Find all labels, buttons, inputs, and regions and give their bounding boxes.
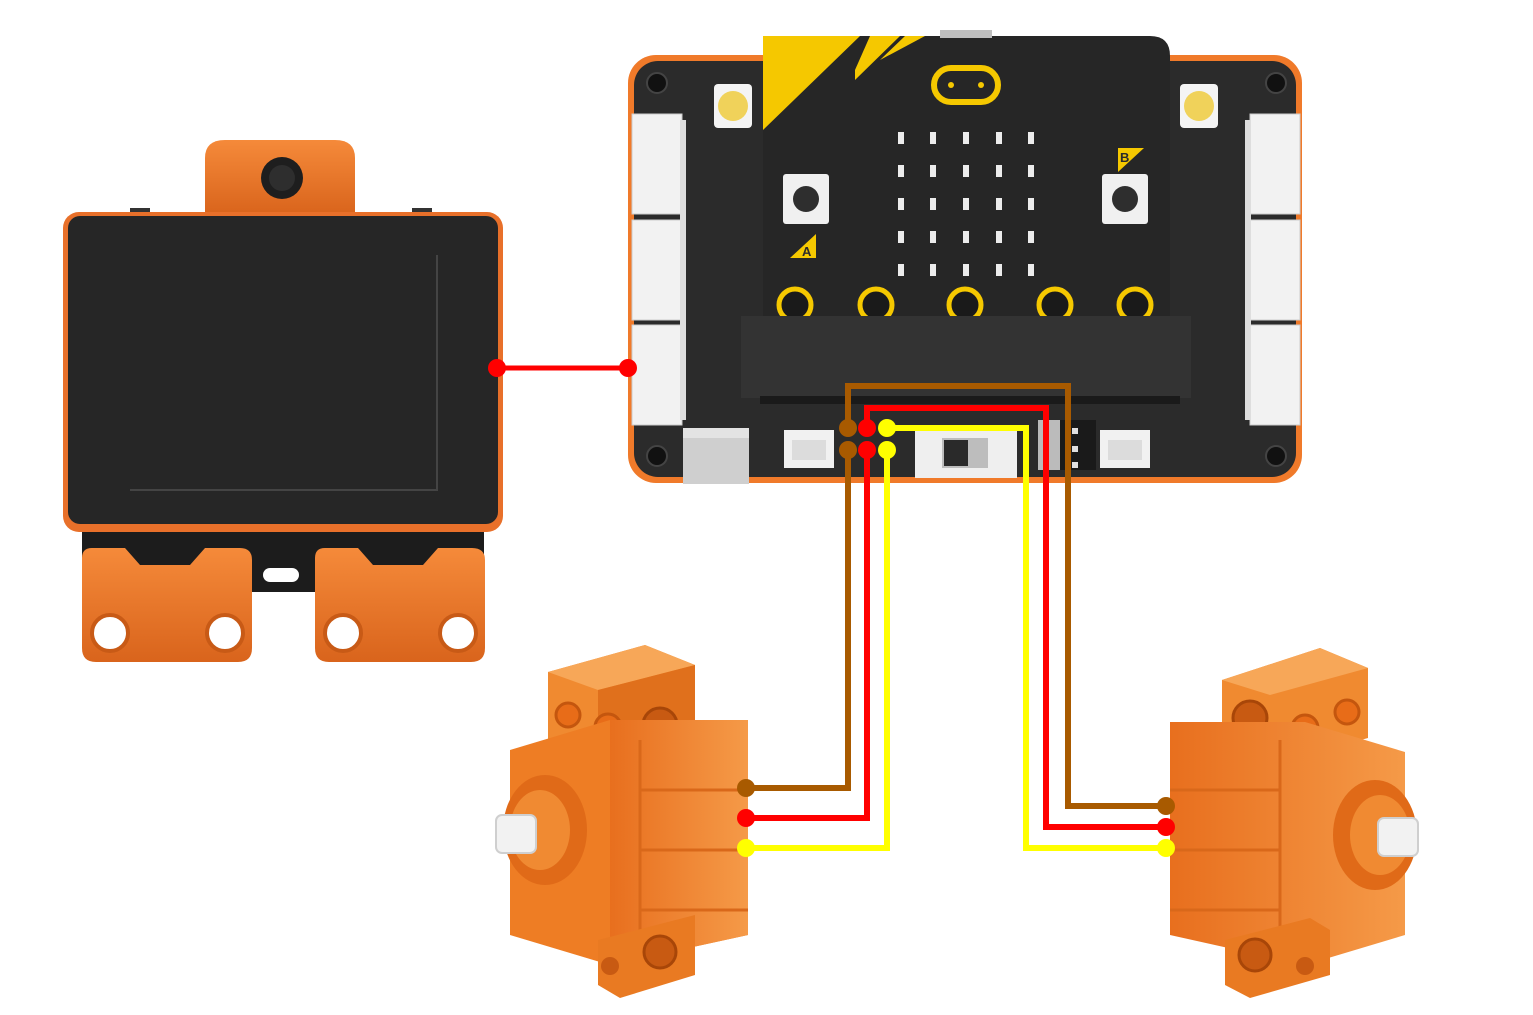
servo-left-wire-ends <box>737 779 755 857</box>
servo-left <box>495 645 748 998</box>
jst-connector-left <box>784 430 834 468</box>
button-a-label: A <box>790 234 816 259</box>
microbit-logo <box>931 65 1001 105</box>
servo-right <box>1170 648 1419 998</box>
button-a[interactable] <box>783 174 829 224</box>
button-a-letter: A <box>802 244 812 259</box>
sensor-screen <box>68 216 498 524</box>
microbit: A B <box>763 30 1170 324</box>
controller-board: A B <box>628 30 1302 484</box>
power-switch[interactable] <box>915 428 1017 478</box>
button-b-letter: B <box>1120 150 1129 165</box>
button-b-label: B <box>1118 148 1144 172</box>
left-port-column <box>631 113 686 426</box>
wires-servo-right <box>845 383 1166 851</box>
jst-connector-right <box>1100 430 1150 468</box>
sensor-module <box>63 140 503 662</box>
servo-left-shaft <box>495 814 537 854</box>
servo-right-shaft <box>1377 817 1419 857</box>
servo-right-wire-ends <box>1157 797 1175 857</box>
sensor-mount-right <box>315 548 485 662</box>
servo-header-pins-left <box>839 419 896 459</box>
led-matrix <box>898 132 1034 276</box>
board-mount-holes <box>646 72 1287 467</box>
wires-servo-left <box>746 450 890 851</box>
wire-sensor-to-board <box>488 359 637 377</box>
sensor-screen-frame <box>130 255 438 491</box>
usb-port <box>940 30 992 38</box>
right-port-column <box>1245 113 1301 426</box>
button-b[interactable] <box>1102 174 1148 224</box>
sensor-mount-left <box>82 548 252 662</box>
microbit-yellow-stripe <box>763 36 860 130</box>
